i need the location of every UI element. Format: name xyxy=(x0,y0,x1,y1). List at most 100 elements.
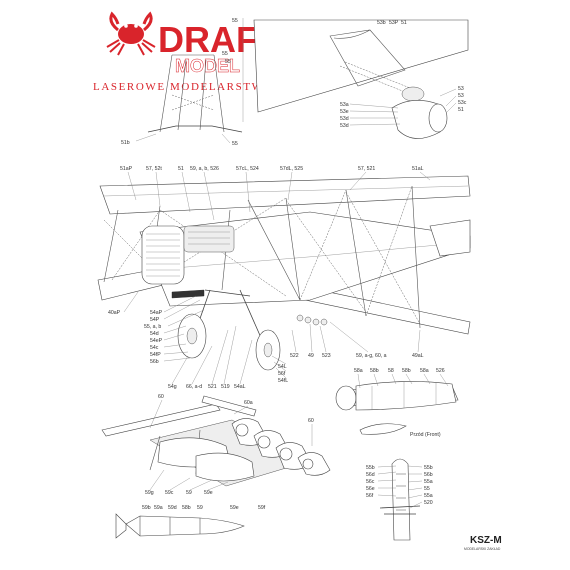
inset-wing-label: 53a xyxy=(340,102,349,108)
strut-label: 55a xyxy=(424,493,433,499)
main-left-label: 54d xyxy=(150,331,159,337)
tank-label: 58a xyxy=(420,368,429,374)
main-left-label: 54P xyxy=(150,317,160,323)
maker-sub: MODELARSKI ZAKŁAD xyxy=(464,547,501,551)
main-left-label: 54aP xyxy=(150,310,163,316)
inset-wing-label: 53P xyxy=(389,20,399,26)
main-left-side-label: 40aP xyxy=(108,310,121,316)
main-top-label: 59, a, b, 526 xyxy=(190,166,219,172)
main-bottom-label: 522 xyxy=(290,353,299,359)
inset-strut-label: 55 xyxy=(225,59,231,65)
strut-label: 55b xyxy=(424,465,433,471)
strut-label: 55 xyxy=(424,486,430,492)
main-bottom-label: 49aL xyxy=(412,353,424,359)
tank-nose xyxy=(335,385,357,411)
main-bottom-label: 66, a-d xyxy=(186,384,202,390)
main-top-label: 57, 521 xyxy=(358,166,375,172)
crab-icon xyxy=(106,11,156,56)
main-top-label: 51aL xyxy=(412,166,424,172)
tagline: LASEROWE MODELARSTWO xyxy=(93,81,273,93)
landing-gear xyxy=(177,289,281,371)
rack-label: 60 xyxy=(158,394,164,400)
tank-label: 58a xyxy=(354,368,363,374)
main-bottom-label: 519 xyxy=(221,384,230,390)
upper-wing xyxy=(99,175,471,215)
fuel-tank-part xyxy=(401,86,425,102)
strut-label: 55a xyxy=(424,479,433,485)
bomb-label: 59f xyxy=(258,505,266,511)
bomb-label: 59e xyxy=(204,490,213,496)
inset-wing-label: 53 xyxy=(458,93,464,99)
bomb-label: 58b xyxy=(182,505,191,511)
bomb-label: 59g xyxy=(145,490,154,496)
bomb-label: 59 xyxy=(197,505,203,511)
strut-label: 520 xyxy=(424,500,433,506)
bomb-label: 59a xyxy=(154,505,163,511)
bomb-label: 59e xyxy=(230,505,239,511)
main-left-label: 55, a, b xyxy=(144,324,161,330)
main-bottom-label: 54g xyxy=(168,384,177,390)
inset-wing-label: 53c xyxy=(458,100,467,106)
strut-label: 56d xyxy=(366,472,375,478)
bomb-label: 59 xyxy=(186,490,192,496)
main-left-label: 54c xyxy=(150,345,159,351)
inset-wing-label: 53 xyxy=(458,86,464,92)
bomb xyxy=(157,418,331,482)
inset-strut-label: 55 xyxy=(232,18,238,24)
brand-name: DRAF xyxy=(158,19,258,60)
tank-note: Przód (Front) xyxy=(410,432,441,438)
inset-wing-label: 51 xyxy=(458,107,464,113)
main-bottom-label: 59, a-g, 60, a xyxy=(356,353,387,359)
maker-name: KSZ-M xyxy=(470,535,502,546)
strut-detail: 55b 56d 56c 56e 56f 55b 56b 55a 55 55a 5… xyxy=(366,458,433,541)
inset-strut: 55 55 55 51b 55 xyxy=(121,18,243,147)
inset-wing-label: 51 xyxy=(401,20,407,26)
inset-strut-label: 55 xyxy=(222,51,228,57)
strut-label: 56f xyxy=(366,493,374,499)
bomb-label: 59d xyxy=(168,505,177,511)
inset-wing: 53b 53P 51 53 53 53c 51 53a 53e 53d 53d xyxy=(242,18,469,139)
main-top-label: 51aP xyxy=(120,166,133,172)
main-bottom-label: 54fL xyxy=(278,378,288,384)
main-top-label: 57cL, 524 xyxy=(236,166,259,172)
inset-wing-label: 53d xyxy=(340,123,349,129)
engine xyxy=(141,225,235,285)
main-left-label: 54eP xyxy=(150,338,163,344)
main-left-label: 54fP xyxy=(150,352,161,358)
inset-strut-label: 55 xyxy=(232,141,238,147)
main-top-label: 51 xyxy=(178,166,184,172)
main-bottom-label: 54aL xyxy=(234,384,246,390)
main-bottom-label: 49 xyxy=(308,353,314,359)
single-bomb xyxy=(115,513,245,539)
inset-strut-label: 51b xyxy=(121,140,130,146)
rack-label: 60a xyxy=(244,400,253,406)
wing-bombs xyxy=(171,289,328,326)
bomb-rack-assembly: 60 60a 60 59g 59c 59 59e 59b 59a 59d 58b… xyxy=(101,394,331,539)
inset-wing-label: 53d xyxy=(340,116,349,122)
tank-label: 58b xyxy=(402,368,411,374)
tank-label: 526 xyxy=(436,368,445,374)
bomb-label: 59b xyxy=(142,505,151,511)
tank-assembly: 58a 58b 58 58b 58a 526 Przód (Front) xyxy=(335,368,459,438)
tank-label: 58 xyxy=(388,368,394,374)
strut-label: 56e xyxy=(366,486,375,492)
main-bottom-label: 521 xyxy=(208,384,217,390)
main-top-label: 57, 52t xyxy=(146,166,162,172)
inset-wing-label: 53e xyxy=(340,109,349,115)
biplane-assembly: 51aP 57, 52t 51 59, a, b, 526 57cL, 524 … xyxy=(97,166,471,390)
logo: DRAF MODEL LASEROWE MODELARSTWO xyxy=(93,11,273,93)
strut-label: 56b xyxy=(424,472,433,478)
main-bottom-label: 54L xyxy=(278,364,287,370)
rack-label: 60 xyxy=(308,418,314,424)
bomb-label: 59c xyxy=(165,490,174,496)
inset-wing-label: 53b xyxy=(377,20,386,26)
strut-label: 55b xyxy=(366,465,375,471)
strut-label: 56c xyxy=(366,479,375,485)
maker-logo: KSZ-M MODELARSKI ZAKŁAD xyxy=(464,535,502,551)
main-left-label: 56b xyxy=(150,359,159,365)
model-word: MODEL xyxy=(175,56,240,76)
main-bottom-label: 523 xyxy=(322,353,331,359)
main-top-label: 57dL, 525 xyxy=(280,166,303,172)
